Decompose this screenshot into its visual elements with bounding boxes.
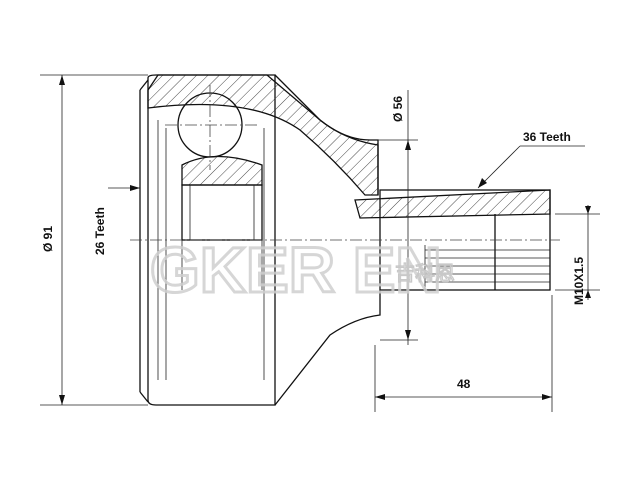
svg-text:GKER EN: GKER EN [150,234,442,306]
svg-text:吉科恩: 吉科恩 [395,261,455,285]
thread-label: M10X1.5 [572,257,586,305]
spline-lines [424,245,550,290]
shaft-diameter-dimension: Ø 56 [378,90,418,345]
inner-teeth-dimension: 26 Teeth [93,185,140,255]
inner-teeth-label: 26 Teeth [93,207,107,255]
thread-dimension: M10X1.5 [555,205,600,305]
shaft-teeth-label: 36 Teeth [523,130,571,144]
shaft-length-label: 48 [457,377,471,391]
watermark: GKER EN 吉科恩 [149,233,456,308]
outer-diameter-label: Ø 91 [41,226,55,252]
shaft-diameter-label: Ø 56 [391,96,405,122]
shaft-length-dimension: 48 [374,295,553,412]
outer-diameter-dimension: Ø 91 [40,74,148,406]
shaft-teeth-callout: 36 Teeth [477,130,585,189]
